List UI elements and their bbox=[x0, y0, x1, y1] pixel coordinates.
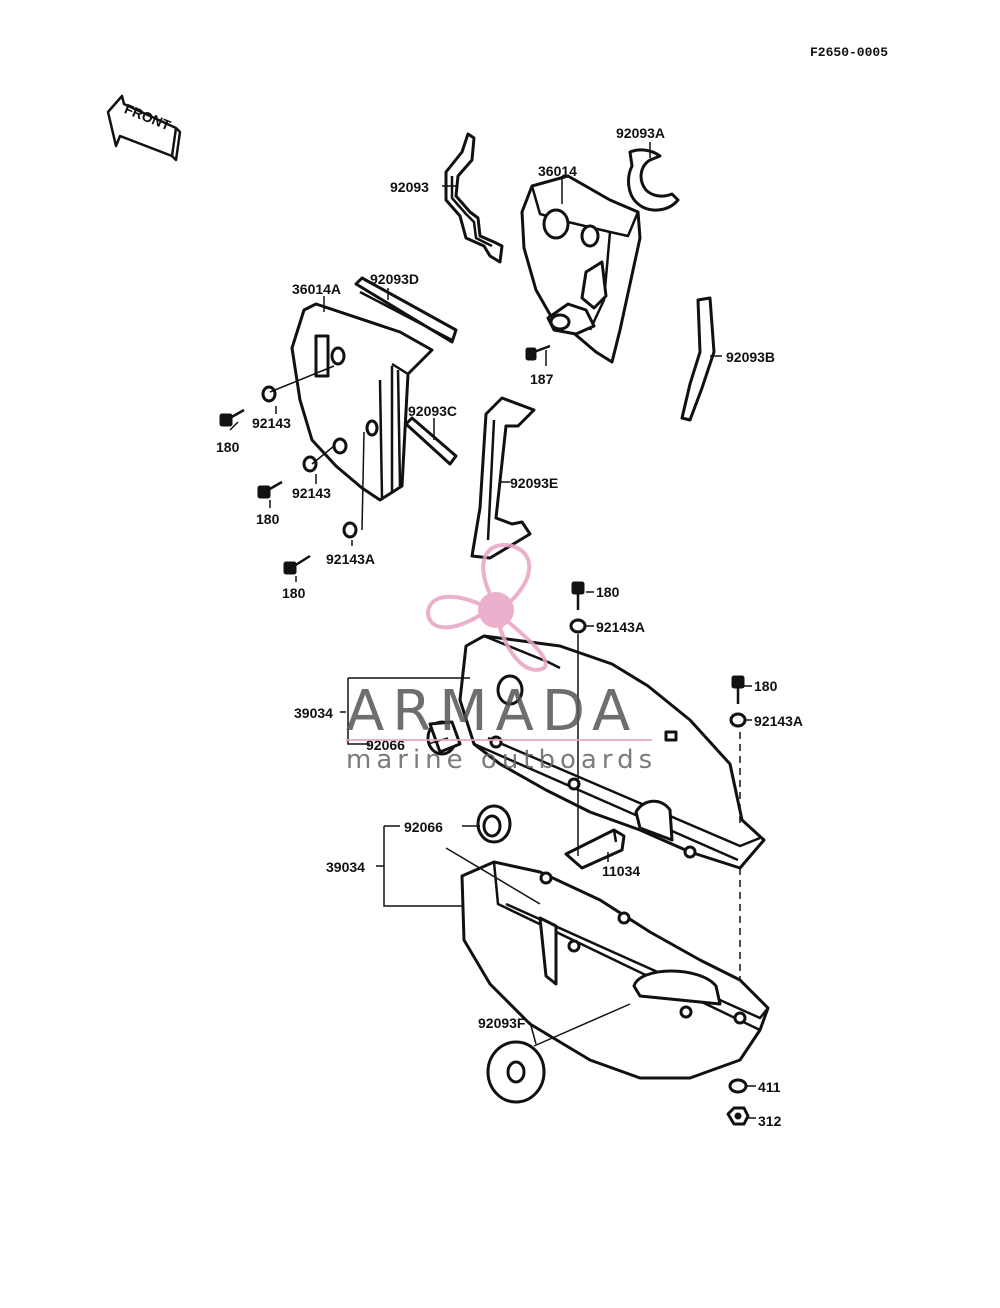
part-label-39034: 39034 bbox=[326, 859, 365, 875]
grommet-92143a-icon bbox=[569, 618, 587, 634]
part-label-92143: 92143 bbox=[292, 485, 331, 501]
plug-92066-upper-icon bbox=[426, 720, 462, 756]
part-label-180: 180 bbox=[282, 585, 306, 601]
part-label-180: 180 bbox=[754, 678, 778, 694]
part-label-11034: 11034 bbox=[602, 863, 640, 879]
watermark: ARMADA marine outboards bbox=[346, 543, 657, 775]
front-arrow-icon: FRONT bbox=[106, 94, 182, 162]
bracket-11034-shape bbox=[564, 828, 626, 870]
part-label-92093c: 92093C bbox=[408, 403, 457, 419]
part-label-92143a: 92143A bbox=[596, 619, 645, 635]
propeller-logo-icon bbox=[425, 543, 548, 672]
grommet-92143a-icon bbox=[729, 712, 747, 728]
gasket-92093e-shape bbox=[470, 396, 536, 560]
bolt-180-icon bbox=[219, 408, 245, 427]
strip-92093b-shape bbox=[680, 296, 716, 422]
part-label-92093d: 92093D bbox=[370, 271, 419, 287]
gasket-92093-shape bbox=[444, 132, 504, 264]
front-label: FRONT bbox=[122, 100, 173, 133]
bolt-180-icon bbox=[257, 480, 283, 499]
bolt-187-icon bbox=[525, 344, 551, 361]
bolt-180-icon bbox=[571, 581, 585, 610]
part-label-180: 180 bbox=[216, 439, 240, 455]
bracket-36014-shape bbox=[520, 174, 642, 364]
grommet-92143-icon bbox=[302, 455, 318, 473]
watermark-brand: ARMADA bbox=[346, 679, 638, 744]
part-label-187: 187 bbox=[530, 371, 554, 387]
part-label-92093e: 92093E bbox=[510, 475, 558, 491]
part-label-92143: 92143 bbox=[252, 415, 291, 431]
part-label-36014: 36014 bbox=[538, 163, 577, 179]
part-label-92066: 92066 bbox=[404, 819, 443, 835]
strip-92093d-shape bbox=[354, 276, 458, 344]
cover-39034-lower-shape bbox=[460, 860, 770, 1080]
part-label-312: 312 bbox=[758, 1113, 782, 1129]
part-label-92093a: 92093A bbox=[616, 125, 665, 141]
part-label-92143a: 92143A bbox=[326, 551, 375, 567]
grommet-92143-icon bbox=[261, 385, 277, 403]
part-label-180: 180 bbox=[256, 511, 280, 527]
part-label-180: 180 bbox=[596, 584, 620, 600]
bolt-180-icon bbox=[283, 554, 311, 575]
part-label-411: 411 bbox=[758, 1079, 781, 1095]
watermark-tagline: marine outboards bbox=[346, 745, 657, 775]
clip-92093a-shape bbox=[627, 148, 680, 212]
part-label-36014a: 36014A bbox=[292, 281, 341, 297]
part-label-92093f: 92093F bbox=[478, 1015, 526, 1031]
strip-92093c-shape bbox=[404, 416, 458, 466]
leader-lines bbox=[229, 142, 756, 1119]
plug-92066-lower-icon bbox=[476, 804, 512, 844]
part-label-39034: 39034 bbox=[294, 705, 333, 721]
nut-312-icon bbox=[726, 1106, 750, 1126]
diagram-code: F2650-0005 bbox=[810, 45, 888, 60]
grommet-92143a-icon bbox=[342, 521, 358, 539]
part-label-92093: 92093 bbox=[390, 179, 429, 195]
bolt-180-icon bbox=[731, 675, 745, 704]
part-label-92143a: 92143A bbox=[754, 713, 803, 729]
washer-92093f-shape bbox=[486, 1040, 546, 1104]
washer-411-icon bbox=[728, 1078, 748, 1094]
part-label-92093b: 92093B bbox=[726, 349, 775, 365]
